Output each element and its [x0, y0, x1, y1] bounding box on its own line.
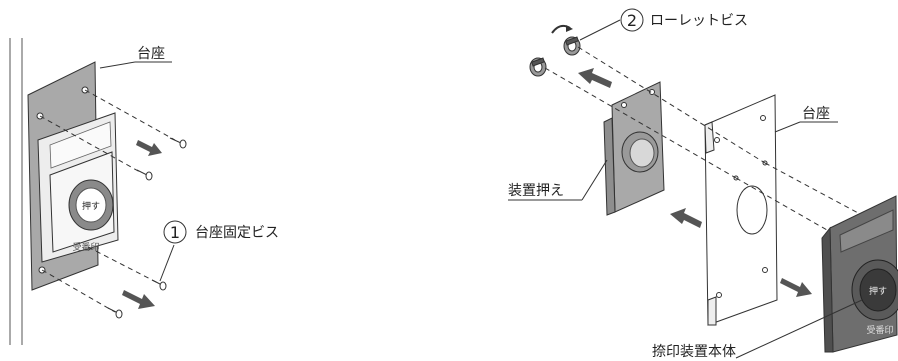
- leader-line: [735, 299, 863, 359]
- plate-hole: [714, 137, 720, 143]
- base-plate-opening: [736, 185, 768, 235]
- number-2: 2: [627, 11, 637, 30]
- plate-hole: [760, 115, 766, 121]
- leader-line: [581, 159, 608, 201]
- main-unit-label-panel: [839, 209, 894, 253]
- press-button-inner-left: [75, 187, 107, 223]
- knurled-screw-icon: [529, 57, 547, 77]
- leader-line: [774, 121, 801, 133]
- screw-icon: [151, 279, 167, 291]
- label-main-unit: 捺印装置本体: [652, 344, 736, 360]
- number-1: 1: [170, 223, 180, 242]
- label-base-right: 台座: [802, 106, 830, 122]
- screw-icon: [107, 307, 123, 319]
- holder-button-inner: [629, 138, 655, 168]
- device-label-panel: [49, 121, 112, 169]
- stamp-text-right: 受番印: [866, 324, 893, 336]
- plate-hole: [762, 267, 768, 273]
- screw-icon: [136, 169, 153, 181]
- holder-hole: [621, 102, 627, 108]
- label-knurled-screw: ローレットビス: [650, 13, 748, 29]
- arrow-right-icon: [136, 140, 162, 156]
- number-circle-2: [620, 8, 644, 32]
- arrow-left-icon: [578, 68, 612, 88]
- press-button-inner-right: [859, 268, 897, 312]
- leader-line: [99, 61, 136, 69]
- rotate-arrow-head: [566, 25, 573, 32]
- label-base-screw: 台座固定ビス: [195, 225, 279, 241]
- device-holder-side: [603, 117, 616, 216]
- arrow-left-icon: [670, 208, 702, 228]
- arrow-right-icon: [122, 290, 155, 309]
- right-figure: 2 ローレットビス 装置押え 台座: [508, 8, 898, 360]
- arrow-right-icon: [780, 278, 812, 297]
- press-text-right: 押す: [869, 285, 887, 297]
- left-figure: 押す 受番印 台座 1 台座固定ビス: [9, 38, 279, 345]
- plate-hole: [716, 292, 722, 298]
- screw-icon: [169, 137, 187, 149]
- knurled-screw-icon: [563, 36, 581, 56]
- leader-line: [159, 244, 175, 282]
- alignment-lines-left: [39, 89, 176, 313]
- press-text-left: 押す: [82, 200, 100, 212]
- main-unit-side: [821, 226, 834, 353]
- holder-hole: [649, 89, 655, 95]
- label-device-holder: 装置押え: [508, 183, 564, 199]
- number-circle-1: [163, 220, 187, 244]
- alignment-lines-right: [544, 46, 876, 243]
- label-base-left: 台座: [137, 46, 165, 62]
- base-plate-right-flange: [704, 121, 717, 326]
- leader-line: [579, 19, 621, 41]
- stamp-text-left: 受番印: [72, 241, 99, 253]
